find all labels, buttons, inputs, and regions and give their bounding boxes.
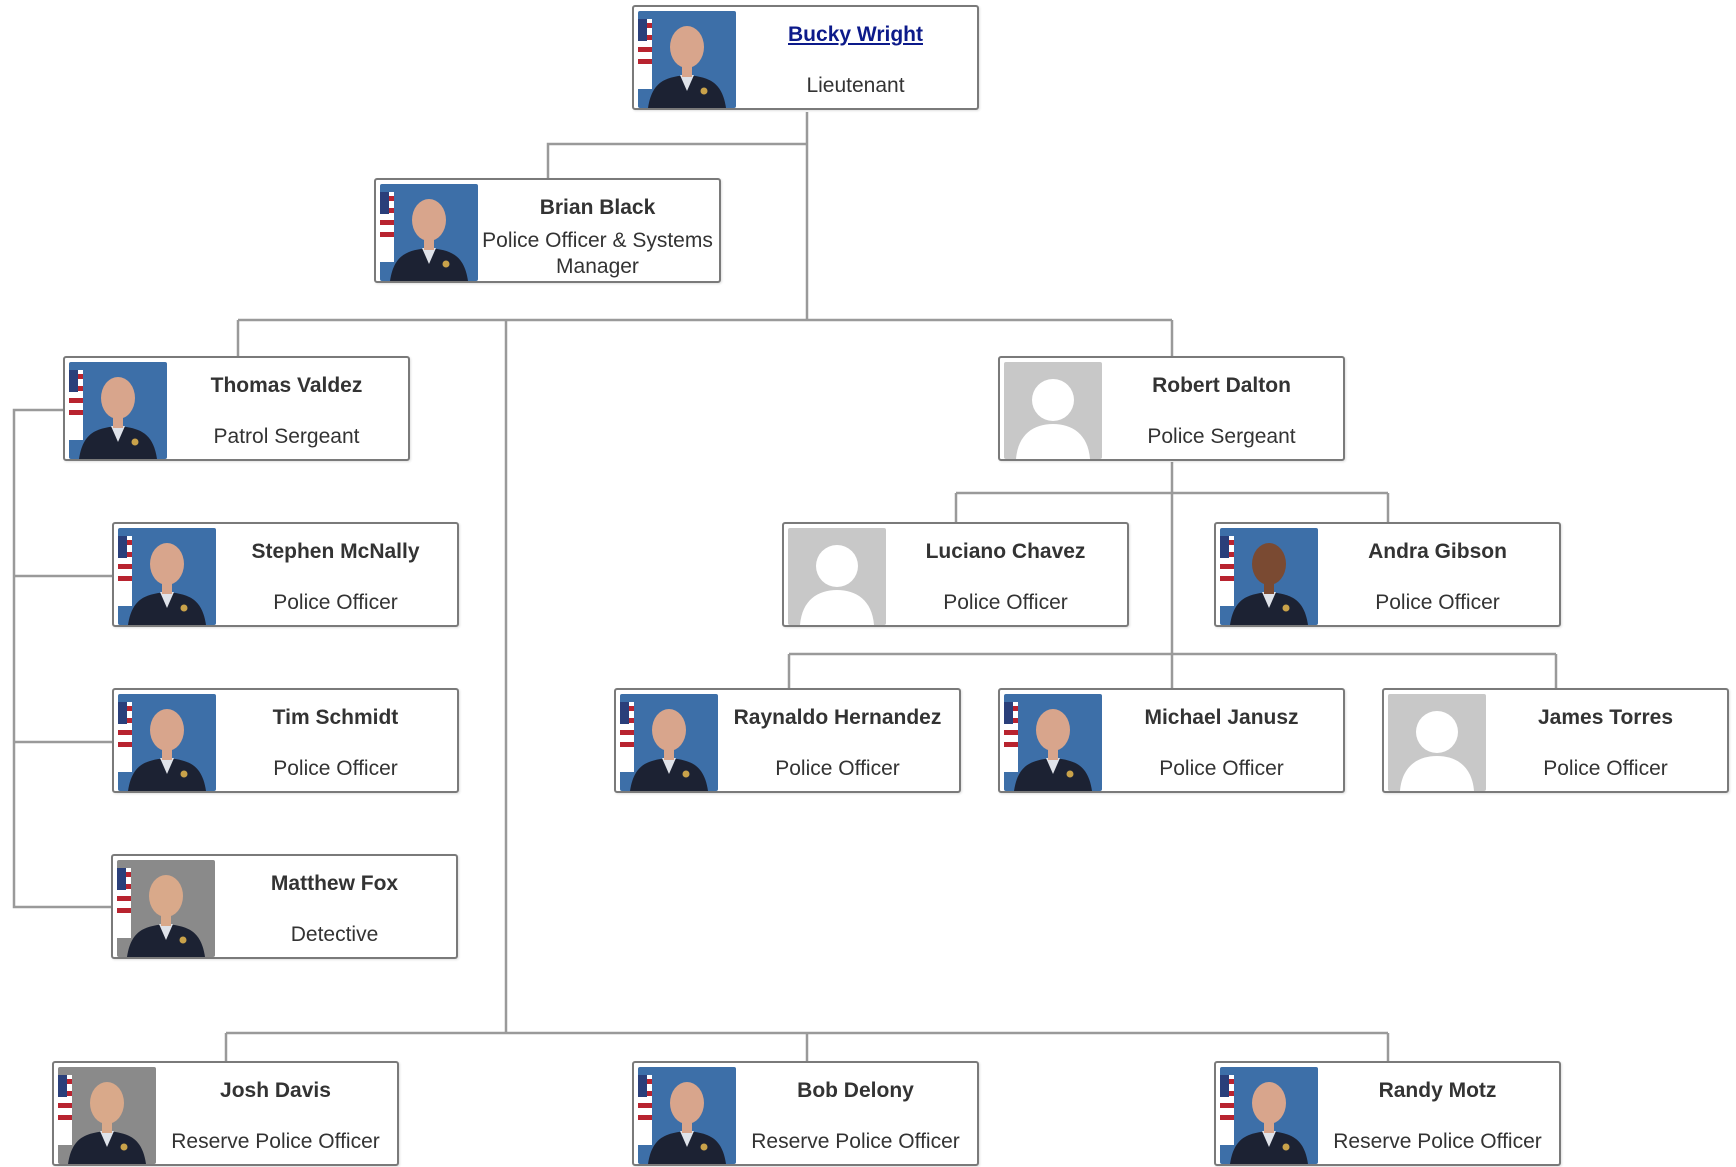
person-name: Josh Davis: [220, 1079, 331, 1102]
person-card[interactable]: Tim Schmidt Police Officer: [112, 688, 459, 793]
person-card[interactable]: Randy Motz Reserve Police Officer: [1214, 1061, 1561, 1166]
officer-photo: [1220, 1067, 1318, 1164]
placeholder-avatar-icon: [1004, 362, 1102, 459]
officer-photo: [117, 860, 215, 957]
person-card[interactable]: James Torres Police Officer: [1382, 688, 1729, 793]
person-name: Thomas Valdez: [210, 374, 363, 397]
connector-valdez-trunk: [12, 408, 112, 909]
person-title: Detective: [290, 923, 379, 946]
person-name: Luciano Chavez: [925, 540, 1086, 563]
person-name: Stephen McNally: [251, 540, 420, 563]
person-title: Reserve Police Officer: [171, 1130, 380, 1153]
person-card[interactable]: Josh Davis Reserve Police Officer: [52, 1061, 399, 1166]
officer-photo: [638, 1067, 736, 1164]
person-card[interactable]: Matthew Fox Detective: [111, 854, 458, 959]
officer-photo: [118, 528, 216, 625]
person-title: Police Officer: [1159, 757, 1284, 780]
person-title: Police Officer & Systems Manager: [482, 229, 713, 278]
person-title: Police Officer: [775, 757, 900, 780]
person-name: Matthew Fox: [270, 872, 399, 895]
person-name: Bob Delony: [797, 1079, 914, 1102]
person-name: Robert Dalton: [1152, 374, 1291, 397]
person-name: Brian Black: [539, 196, 656, 219]
person-name: James Torres: [1537, 706, 1674, 729]
person-card[interactable]: Luciano Chavez Police Officer: [782, 522, 1129, 627]
person-card[interactable]: Stephen McNally Police Officer: [112, 522, 459, 627]
person-name: Tim Schmidt: [272, 706, 399, 729]
connector-wright-black: [546, 142, 807, 178]
officer-photo: [620, 694, 718, 791]
person-name: Randy Motz: [1378, 1079, 1497, 1102]
officer-photo: [58, 1067, 156, 1164]
person-name: Raynaldo Hernandez: [733, 706, 942, 729]
person-title: Reserve Police Officer: [751, 1130, 960, 1153]
person-card[interactable]: Andra Gibson Police Officer: [1214, 522, 1561, 627]
officer-photo: [1004, 694, 1102, 791]
person-title: Police Officer: [943, 591, 1068, 614]
person-card[interactable]: Robert Dalton Police Sergeant: [998, 356, 1345, 461]
officer-photo: [1220, 528, 1318, 625]
officer-photo: [380, 184, 478, 281]
person-title: Police Officer: [1375, 591, 1500, 614]
person-card[interactable]: Brian Black Police Officer & Systems Man…: [374, 178, 721, 283]
officer-photo: [638, 11, 736, 108]
person-card[interactable]: Bucky Wright Lieutenant: [632, 5, 979, 110]
officer-photo: [69, 362, 167, 459]
person-title: Lieutenant: [806, 74, 905, 97]
person-name: Andra Gibson: [1368, 540, 1507, 563]
person-title: Police Sergeant: [1147, 425, 1296, 448]
person-card[interactable]: Thomas Valdez Patrol Sergeant: [63, 356, 410, 461]
person-card[interactable]: Michael Janusz Police Officer: [998, 688, 1345, 793]
person-name: Michael Janusz: [1144, 706, 1299, 729]
officer-photo: [118, 694, 216, 791]
person-card[interactable]: Raynaldo Hernandez Police Officer: [614, 688, 961, 793]
person-title: Patrol Sergeant: [213, 425, 360, 448]
person-title: Police Officer: [1543, 757, 1668, 780]
placeholder-avatar-icon: [1388, 694, 1486, 791]
person-title: Police Officer: [273, 591, 398, 614]
person-card[interactable]: Bob Delony Reserve Police Officer: [632, 1061, 979, 1166]
person-title: Reserve Police Officer: [1333, 1130, 1542, 1153]
person-title: Police Officer: [273, 757, 398, 780]
placeholder-avatar-icon: [788, 528, 886, 625]
person-name-link[interactable]: Bucky Wright: [788, 23, 923, 46]
